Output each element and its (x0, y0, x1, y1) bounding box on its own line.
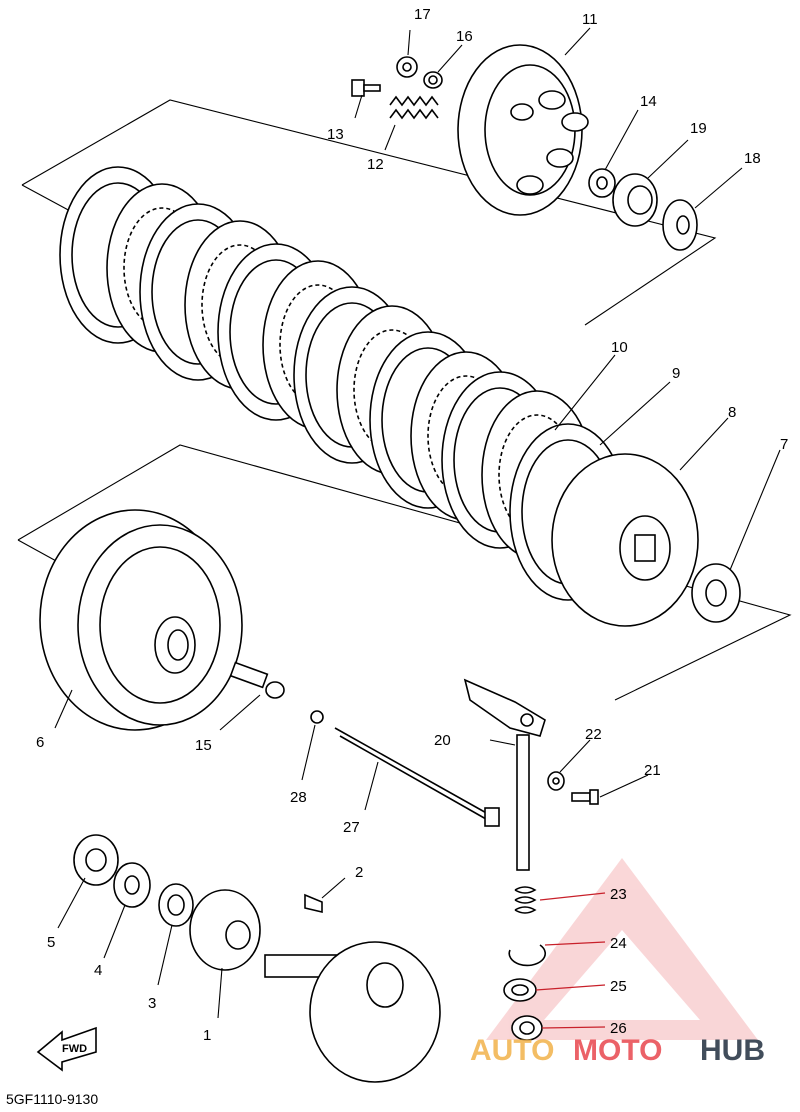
clutch-housing (39, 509, 243, 731)
clutch-boss (551, 453, 699, 627)
red-leader-lines (535, 892, 606, 1029)
watermark-hub: HUB (700, 1034, 765, 1067)
callout-2: 2 (355, 864, 363, 881)
push-plate (662, 199, 698, 251)
callout-21: 21 (644, 762, 661, 779)
bearing (612, 173, 658, 227)
callout-16: 16 (456, 28, 473, 45)
nut (396, 56, 418, 78)
watermark-auto: AUTO (470, 1034, 554, 1067)
clutch-spring (389, 95, 439, 120)
callout-numbers: 1 2 3 4 5 6 7 8 9 10 11 12 13 14 15 16 1… (36, 6, 788, 1044)
callout-4: 4 (94, 962, 102, 979)
callout-8: 8 (728, 404, 736, 421)
crankshaft (264, 941, 441, 1083)
fwd-arrow-icon: FWD (36, 1026, 97, 1072)
callout-6: 6 (36, 734, 44, 751)
lock-washer-4 (113, 862, 151, 908)
callout-1: 1 (203, 1027, 211, 1044)
clutch-plate-stack (59, 166, 627, 601)
ball (310, 710, 324, 724)
callout-28: 28 (290, 789, 307, 806)
callout-13: 13 (327, 126, 344, 143)
callout-3: 3 (148, 995, 156, 1012)
callout-15: 15 (195, 737, 212, 754)
callout-26: 26 (610, 1020, 627, 1037)
callout-7: 7 (780, 436, 788, 453)
callout-14: 14 (640, 93, 657, 110)
callout-18: 18 (744, 150, 761, 167)
callout-5: 5 (47, 934, 55, 951)
woodruff-key (304, 893, 323, 914)
callout-20: 20 (434, 732, 451, 749)
push-rod (334, 727, 500, 827)
callout-22: 22 (585, 726, 602, 743)
callout-11: 11 (582, 11, 598, 28)
fwd-label: FWD (62, 1043, 87, 1055)
return-spring (514, 886, 537, 914)
pin (229, 661, 285, 699)
lock-washer-boss (691, 563, 741, 623)
callout-17: 17 (414, 6, 431, 23)
callout-27: 27 (343, 819, 360, 836)
callout-9: 9 (672, 365, 680, 382)
diagram-code: 5GF1110-9130 (6, 1091, 98, 1107)
callout-24: 24 (610, 935, 627, 952)
callout-12: 12 (367, 156, 384, 173)
bushing (511, 1015, 543, 1041)
upper-assembly-frame (21, 99, 717, 326)
callout-19: 19 (690, 120, 707, 137)
washer (423, 71, 443, 89)
watermark-logo: AUTO MOTO HUB (470, 1034, 765, 1067)
bolt (351, 79, 381, 97)
collar-nut (73, 834, 119, 886)
oil-seal (503, 978, 537, 1002)
callout-23: 23 (610, 886, 627, 903)
leader-lines (54, 27, 781, 1019)
pressure-plate (457, 44, 589, 216)
watermark-moto: MOTO (573, 1034, 662, 1067)
circlip-3 (158, 883, 194, 927)
push-lever-axle (463, 678, 546, 871)
primary-drive-gear (189, 889, 261, 971)
axle-bolt (571, 789, 599, 805)
callout-10: 10 (611, 339, 628, 356)
lock-washer (588, 168, 616, 198)
axle-washer (547, 771, 565, 791)
callout-25: 25 (610, 978, 627, 995)
circlip (508, 944, 547, 967)
watermark-triangle (486, 858, 758, 1040)
